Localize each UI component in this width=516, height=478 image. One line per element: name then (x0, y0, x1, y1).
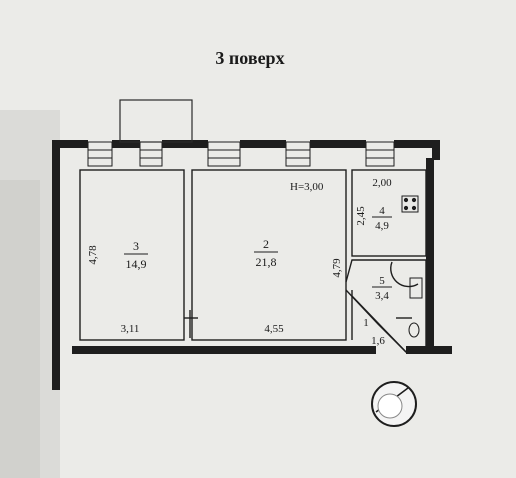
dim-room4-width: 2,00 (372, 177, 392, 189)
dim-room3-height: 4,78 (87, 245, 99, 265)
toilet-icon (408, 322, 420, 338)
dim-room3-width: 3,11 (121, 323, 140, 335)
room-3-number: 3 (133, 239, 139, 253)
room-1-area: 1,6 (371, 335, 385, 347)
dim-room4-height: 2,45 (355, 206, 367, 226)
stove-icon (401, 195, 419, 213)
room-3-area: 14,9 (126, 257, 147, 271)
room-5-area: 3,4 (375, 290, 389, 302)
sink-icon (409, 277, 423, 299)
room-5-number: 5 (379, 275, 385, 287)
dim-room2-height: 4,79 (331, 258, 343, 278)
interior-lines (79, 169, 427, 353)
ceiling-height: H=3,00 (290, 181, 324, 193)
room-4-area: 4,9 (375, 220, 389, 232)
room-1-number: 1 (363, 317, 369, 329)
room-2-number: 2 (263, 237, 269, 251)
room-2-area: 21,8 (256, 255, 277, 269)
walls (52, 140, 452, 390)
dim-room2-width: 4,55 (264, 323, 284, 335)
fixtures (401, 195, 423, 338)
page-title: 3 поверх (215, 48, 284, 68)
balcony (119, 99, 193, 143)
stair-icon (371, 381, 417, 427)
room-4-number: 4 (379, 205, 385, 217)
